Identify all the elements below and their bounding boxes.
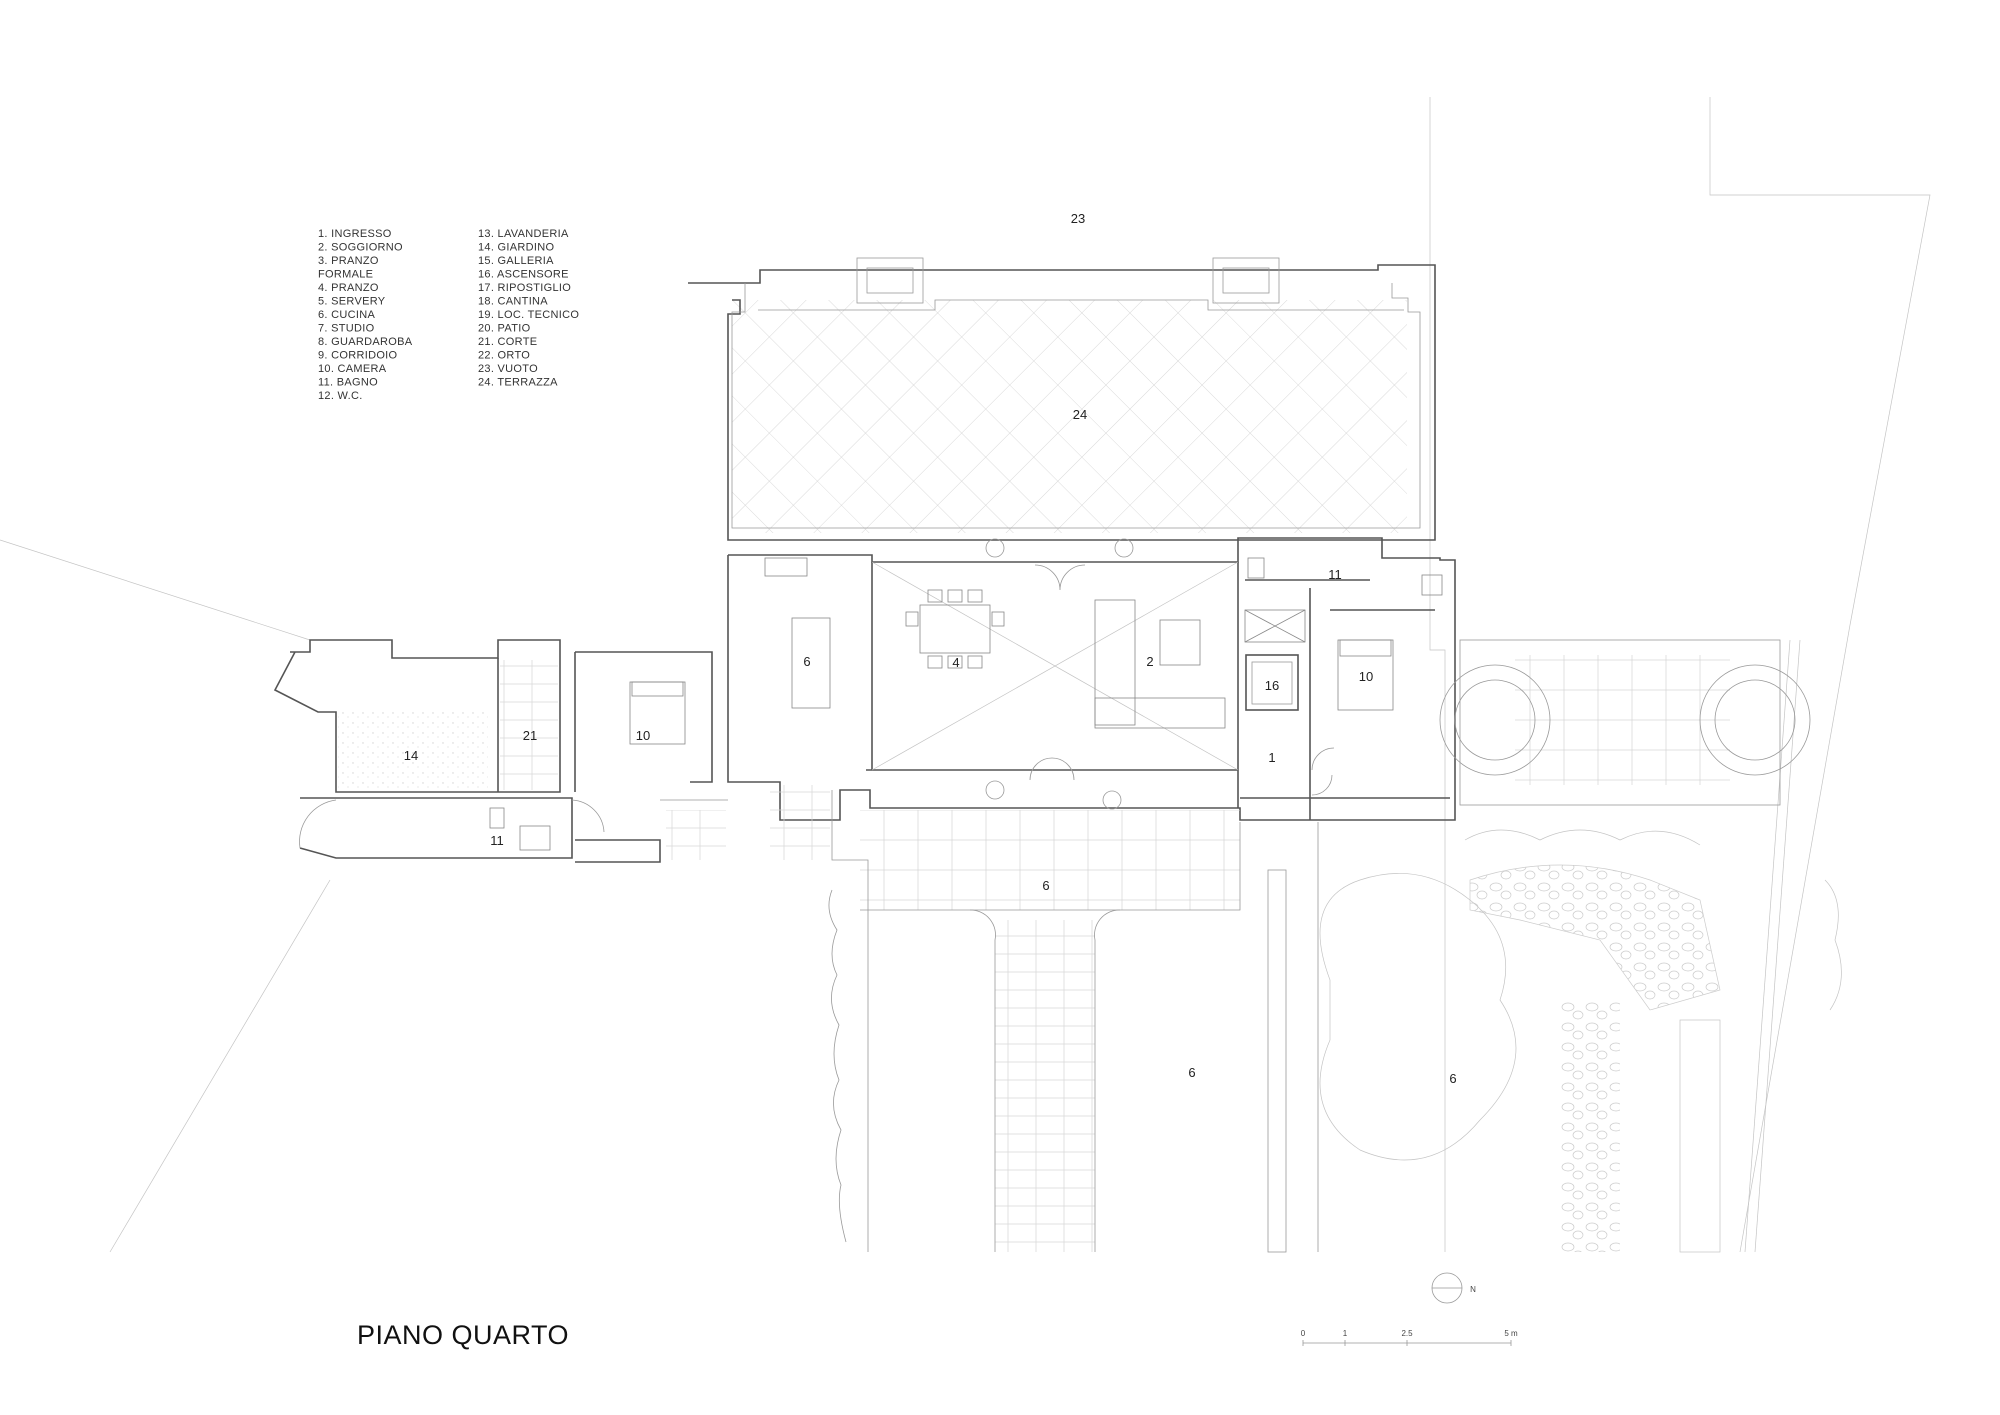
room-label-11: 11 — [490, 833, 504, 848]
legend-item: FORMALE — [318, 269, 373, 281]
room-label-2: 2 — [1146, 654, 1153, 669]
room-label-23: 23 — [1071, 211, 1085, 226]
north-label: N — [1470, 1285, 1476, 1294]
main-house — [727, 537, 1456, 821]
room-label-14: 14 — [404, 748, 418, 763]
legend-item: 9. CORRIDOIO — [318, 350, 398, 362]
legend-item: 12. W.C. — [318, 390, 363, 402]
legend: 1. INGRESSO 2. SOGGIORNO 3. PRANZO FORMA… — [318, 228, 579, 402]
legend-item: 24. TERRAZZA — [478, 377, 558, 389]
legend-item: 17. RIPOSTIGLIO — [478, 282, 571, 294]
room-label-1: 1 — [1268, 750, 1275, 765]
scale-bar: 0 1 2.5 5 m — [1301, 1329, 1518, 1346]
left-wing — [273, 639, 830, 863]
scale-label: 5 m — [1504, 1329, 1518, 1338]
room-label-6: 6 — [1188, 1065, 1195, 1080]
legend-item: 20. PATIO — [478, 323, 531, 335]
legend-item: 5. SERVERY — [318, 296, 386, 308]
legend-item: 16. ASCENSORE — [478, 269, 569, 281]
legend-item: 19. LOC. TECNICO — [478, 309, 579, 321]
legend-item: 3. PRANZO — [318, 255, 379, 267]
legend-item: 18. CANTINA — [478, 296, 548, 308]
legend-item: 4. PRANZO — [318, 282, 379, 294]
room-label-6: 6 — [1449, 1071, 1456, 1086]
legend-item: 10. CAMERA — [318, 363, 387, 375]
legend-item: 23. VUOTO — [478, 363, 538, 375]
room-label-10: 10 — [1359, 669, 1373, 684]
north-arrow: N — [1431, 1272, 1476, 1304]
legend-item: 7. STUDIO — [318, 323, 375, 335]
legend-item: 1. INGRESSO — [318, 228, 392, 240]
room-label-11: 11 — [1328, 567, 1342, 582]
scale-label: 1 — [1343, 1329, 1348, 1338]
legend-item: 11. BAGNO — [318, 377, 378, 389]
room-label-24: 24 — [1073, 407, 1087, 422]
legend-item: 2. SOGGIORNO — [318, 242, 403, 254]
drawing-title: PIANO QUARTO — [357, 1320, 570, 1350]
site-context — [0, 97, 1931, 1253]
room-labels: 23 24 11 6 4 2 16 10 1 14 21 10 11 6 6 6 — [404, 211, 1457, 1086]
legend-item: 21. CORTE — [478, 336, 537, 348]
legend-item: 15. GALLERIA — [478, 255, 554, 267]
room-label-6: 6 — [803, 654, 810, 669]
legend-item: 13. LAVANDERIA — [478, 228, 569, 240]
room-label-10: 10 — [636, 728, 650, 743]
room-label-4: 4 — [952, 655, 959, 670]
legend-item: 22. ORTO — [478, 350, 530, 362]
legend-item: 6. CUCINA — [318, 309, 375, 321]
scale-label: 2.5 — [1401, 1329, 1413, 1338]
gardens — [828, 639, 1842, 1253]
room-label-16: 16 — [1265, 678, 1279, 693]
legend-item: 14. GIARDINO — [478, 242, 554, 254]
room-label-6: 6 — [1042, 878, 1049, 893]
room-label-21: 21 — [523, 728, 537, 743]
scale-label: 0 — [1301, 1329, 1306, 1338]
terrace — [688, 257, 1436, 558]
legend-item: 8. GUARDAROBA — [318, 336, 413, 348]
